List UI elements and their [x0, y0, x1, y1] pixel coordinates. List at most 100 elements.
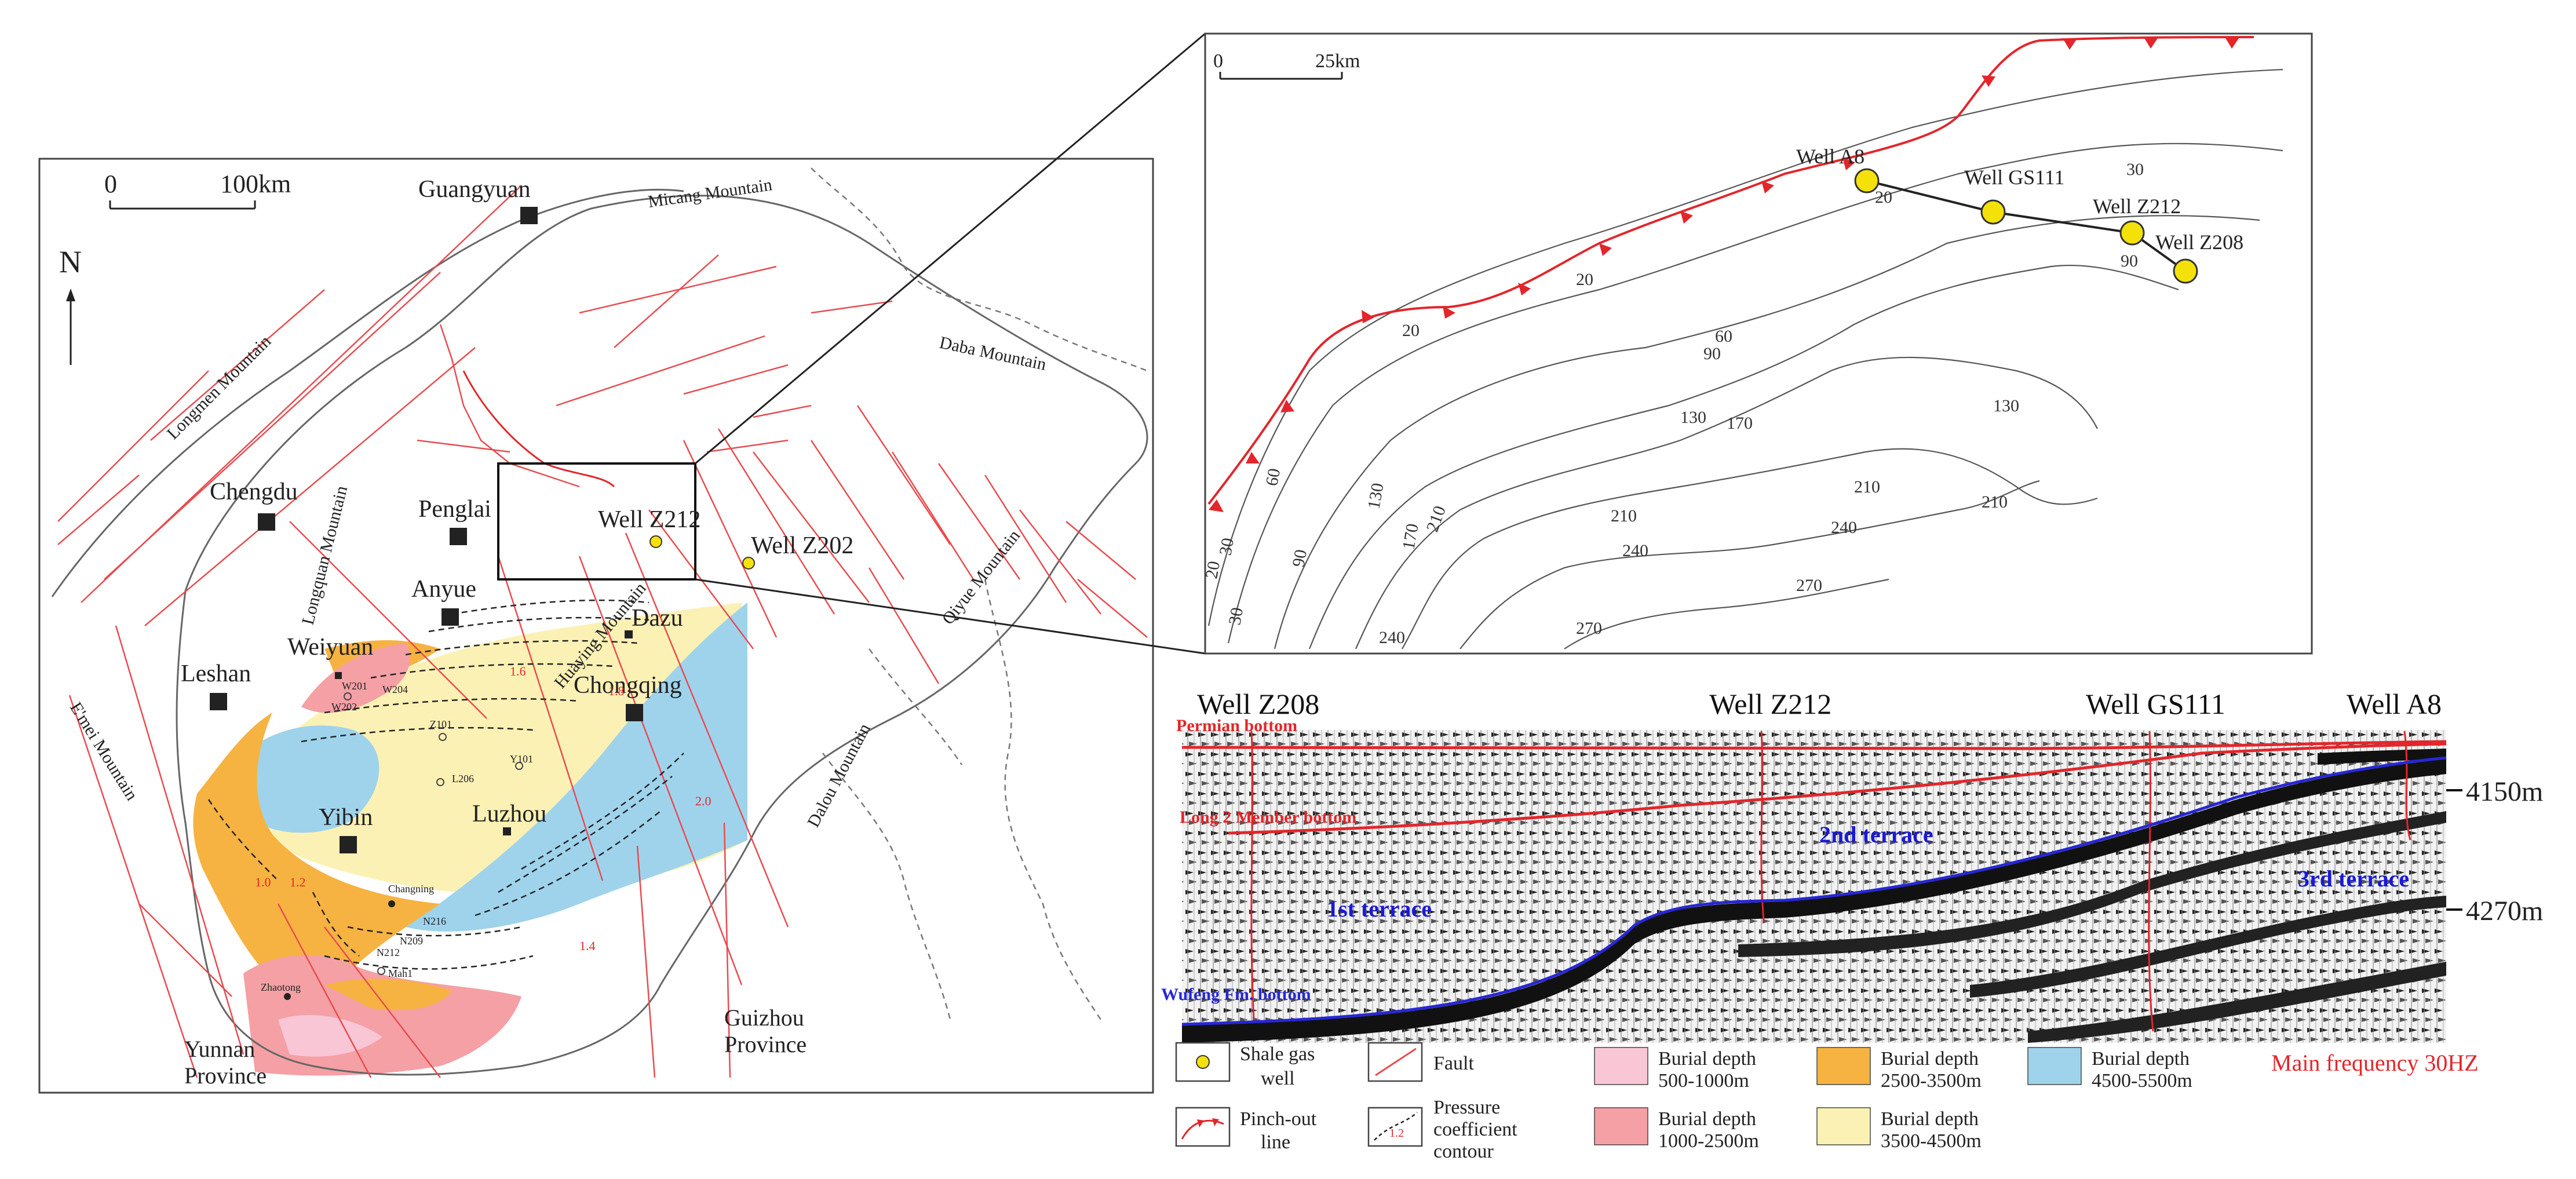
reflector-3 — [1970, 896, 2446, 998]
svg-text:210: 210 — [1854, 477, 1880, 497]
inset-pinch-out-line — [1207, 36, 2254, 505]
svg-text:20: 20 — [1576, 270, 1593, 289]
legend-burial-1000-2500: Burial depth 1000-2500m — [1594, 1107, 1759, 1152]
svg-text:60: 60 — [1715, 327, 1732, 346]
svg-text:4270m: 4270m — [2466, 896, 2543, 926]
inset-scale-bar: 0 25km — [1213, 50, 1360, 80]
svg-text:30: 30 — [2126, 160, 2144, 179]
reflector-top — [2318, 749, 2446, 765]
svg-text:1000-2500m: 1000-2500m — [1658, 1130, 1759, 1152]
depth-contours — [1207, 68, 2283, 649]
map-pinch-out-line — [462, 370, 615, 488]
svg-text:Burial depth: Burial depth — [2092, 1048, 2190, 1070]
label-long2-bottom: Long 2 Member bottom — [1180, 808, 1356, 827]
city-chongqing: Chongqing — [574, 672, 682, 699]
svg-text:2.0: 2.0 — [695, 794, 711, 808]
svg-text:210: 210 — [1982, 492, 2008, 512]
contour-labels: 30 20 20 20 60 90 130 170 130 210 240 27… — [1202, 160, 2144, 647]
zone-4500-5500 — [406, 603, 747, 932]
province-boundaries — [811, 167, 1148, 1020]
terrace-1: 1st terrace — [1327, 896, 1432, 922]
svg-text:90: 90 — [1289, 548, 1311, 568]
svg-text:L206: L206 — [452, 773, 474, 784]
inset-well-a8: Well A8 — [1796, 145, 1865, 168]
svg-text:Zhaotong: Zhaotong — [261, 981, 301, 993]
svg-text:1.8: 1.8 — [608, 684, 625, 698]
svg-text:N216: N216 — [423, 915, 446, 927]
svg-text:20: 20 — [1875, 188, 1892, 207]
svg-text:Fault: Fault — [1433, 1053, 1474, 1074]
seismic-section: Well Z208 Well Z212 Well GS111 Well A8 P… — [1161, 688, 2543, 1076]
svg-text:1.0: 1.0 — [255, 875, 271, 889]
burial-depth-zones — [193, 603, 747, 1076]
horizon-wufeng — [1181, 756, 2447, 1026]
city-leshan: Leshan — [181, 660, 251, 687]
zone-2500-3500-south — [324, 979, 452, 1010]
svg-text:500-1000m: 500-1000m — [1658, 1070, 1749, 1092]
svg-text:270: 270 — [1576, 619, 1602, 638]
svg-text:210: 210 — [1611, 506, 1637, 525]
well-headers: Well Z208 Well Z212 Well GS111 Well A8 — [1197, 688, 2442, 720]
province-labels: Yunnan Province Guizhou Province — [184, 1005, 807, 1089]
svg-text:270: 270 — [1796, 576, 1822, 595]
svg-text:W202: W202 — [331, 701, 357, 713]
svg-text:30: 30 — [1216, 536, 1238, 557]
svg-text:4150m: 4150m — [2466, 776, 2543, 807]
svg-text:Well GS111: Well GS111 — [2086, 688, 2225, 720]
svg-text:Burial depth: Burial depth — [1658, 1048, 1756, 1070]
inset-map: 0 25km — [1202, 32, 2313, 655]
inset-well-z212: Well Z212 — [2093, 195, 2181, 218]
reflector-4 — [2028, 962, 2446, 1043]
svg-text:1.2: 1.2 — [290, 875, 306, 889]
svg-text:130: 130 — [1993, 396, 2019, 415]
north-arrow: N — [59, 244, 82, 365]
svg-text:W204: W204 — [382, 684, 408, 695]
well-traces — [1250, 731, 2411, 1032]
svg-text:240: 240 — [1622, 541, 1648, 560]
svg-text:20: 20 — [1202, 560, 1224, 580]
svg-text:Yunnan: Yunnan — [184, 1036, 255, 1062]
svg-text:30: 30 — [1225, 606, 1247, 626]
zone-2500-3500 — [193, 713, 440, 987]
city-penglai: Penglai — [418, 496, 491, 523]
svg-text:1.4: 1.4 — [579, 939, 596, 953]
pinch-out-ticks — [1209, 37, 2239, 512]
svg-text:W201: W201 — [342, 680, 367, 692]
svg-text:240: 240 — [1831, 518, 1857, 537]
terrace-2: 2nd terrace — [1819, 822, 1933, 848]
svg-text:170: 170 — [1399, 522, 1422, 551]
city-yibin: Yibin — [319, 804, 373, 831]
svg-text:coefficient: coefficient — [1433, 1119, 1517, 1140]
city-dazu: Dazu — [632, 605, 683, 632]
small-well-labels: W201 W204 W202 Z101 L206 Y101 Changning … — [261, 680, 533, 1000]
svg-text:60: 60 — [1262, 467, 1284, 487]
city-chengdu: Chengdu — [210, 479, 298, 505]
regional-map: 0 100km N Guangyuan Chengdu — [38, 158, 1154, 1094]
section-line — [1866, 180, 2187, 272]
svg-text:Pinch-out: Pinch-out — [1240, 1108, 1317, 1130]
svg-text:well: well — [1261, 1068, 1295, 1089]
svg-text:Shale gas: Shale gas — [1240, 1043, 1315, 1065]
svg-text:N209: N209 — [400, 935, 423, 947]
legend-burial-500-1000: Burial depth 500-1000m — [1594, 1047, 1756, 1092]
city-anyue: Anyue — [411, 576, 476, 603]
svg-text:0: 0 — [104, 170, 117, 198]
inset-map-frame — [1204, 32, 2313, 655]
zone-500-1000-south — [278, 1014, 382, 1057]
svg-text:1.2: 1.2 — [1389, 1127, 1404, 1140]
legend-burial-4500-5500: Burial depth 4500-5500m — [2027, 1047, 2192, 1092]
map-wells: Well Z212 Well Z202 — [598, 506, 853, 570]
legend-pinch-out-line: Pinch-out line — [1175, 1107, 1317, 1153]
svg-text:1.6: 1.6 — [510, 664, 526, 678]
svg-text:100km: 100km — [220, 170, 291, 198]
svg-text:Well Z212: Well Z212 — [1709, 688, 1831, 720]
legend-pressure-contour: 1.2 Pressure coefficient contour — [1367, 1097, 1517, 1162]
svg-text:90: 90 — [1703, 344, 1721, 363]
svg-text:4500-5500m: 4500-5500m — [2092, 1070, 2192, 1092]
svg-text:Z101: Z101 — [430, 718, 452, 730]
svg-text:130: 130 — [1680, 408, 1706, 427]
label-wufeng-bottom: Wufeng Fm. bottom — [1161, 985, 1311, 1004]
legend-shale-gas-well: Shale gas well — [1175, 1042, 1315, 1089]
svg-text:90: 90 — [2121, 251, 2138, 271]
map-well-z212: Well Z212 — [598, 506, 700, 533]
